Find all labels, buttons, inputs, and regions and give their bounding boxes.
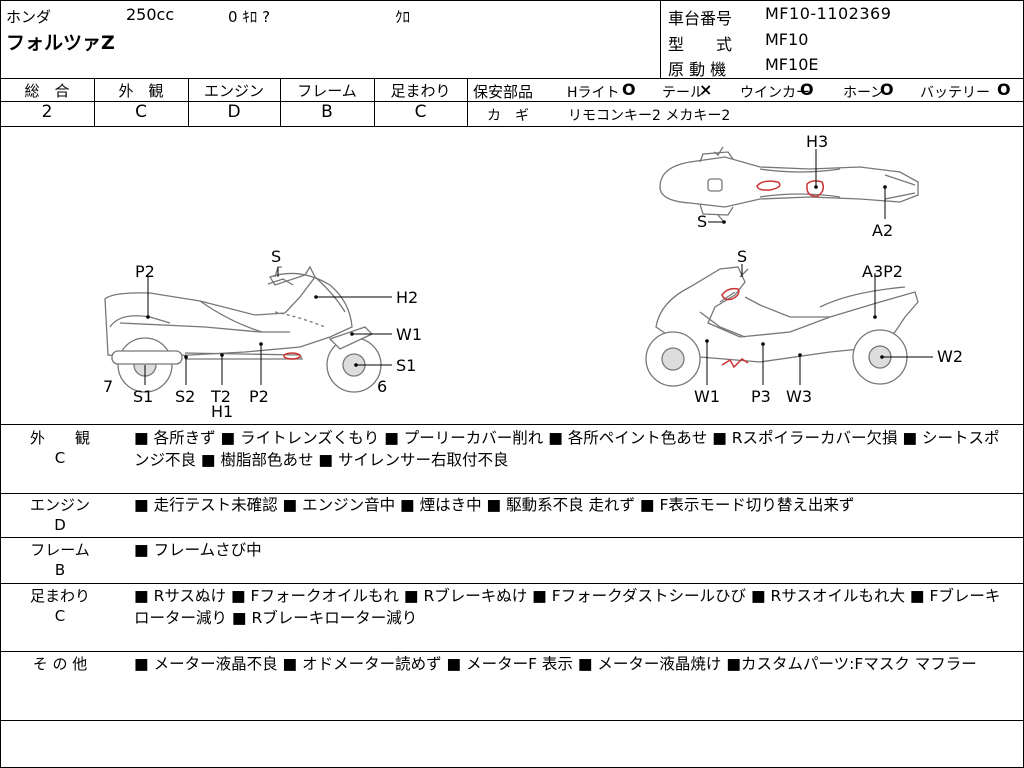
mileage: 0 ｷﾛ ? [228, 8, 271, 26]
label-w3: W3 [786, 387, 812, 406]
exterior-grade: C [135, 102, 147, 122]
rule [467, 101, 1024, 102]
label-s1-right: S1 [396, 356, 417, 375]
exterior-detail-text: ■ 各所きず ■ ライトレンズくもり ■ プーリーカバー削れ ■ 各所ペイント色… [134, 429, 1000, 469]
suspension-detail-section: 足まわり C ■ Rサスぬけ ■ Fフォークオイルもれ ■ Rブレーキぬけ ■ … [0, 584, 1024, 651]
label-s-right: S [737, 247, 748, 266]
frame-detail-label: フレーム [30, 541, 90, 559]
label-w1-left: W1 [396, 325, 422, 344]
rule [0, 126, 1024, 127]
engine-detail-grade: D [54, 516, 66, 534]
color: ｸﾛ [395, 8, 411, 26]
exterior-detail-label: 外 観 [29, 429, 90, 447]
winker-mark: O [800, 80, 814, 99]
rule [0, 537, 1024, 538]
label-s1: S1 [133, 387, 154, 406]
frame-number: MF10-1102369 [765, 4, 892, 23]
engine-model: MF10E [765, 55, 819, 74]
key-label: カ ギ [487, 108, 529, 124]
frame-detail-section: フレーム B ■ フレームさび中 [0, 538, 1024, 583]
key-value: リモコンキー2 メカキー2 [568, 108, 731, 124]
engine-model-label: 原 動 機 [668, 60, 727, 79]
label-a2: A2 [872, 221, 894, 240]
label-w1-right: W1 [694, 387, 720, 406]
battery-label: バッテリー [920, 85, 990, 101]
damage-diagram [104, 146, 933, 393]
damage-mark-right-lower [721, 358, 749, 369]
damage-mark-top-2 [806, 180, 825, 197]
label-h1: H1 [211, 402, 234, 421]
frame-number-label: 車台番号 [668, 9, 733, 28]
headlight-label: Hライト [567, 85, 620, 101]
other-detail-text: ■ メーター液晶不良 ■ オドメーター読めず ■ メーターF 表示 ■ メーター… [134, 655, 977, 673]
rule [0, 101, 467, 102]
frame-detail-text: ■ フレームさび中 [134, 541, 262, 559]
engine-grade: D [227, 102, 241, 122]
frame-detail-grade: B [54, 561, 66, 579]
horn-label: ホーン [843, 85, 885, 101]
rule [280, 78, 281, 126]
label-h2: H2 [396, 288, 419, 307]
label-a3p2: A3P2 [862, 262, 903, 281]
engine-detail-label: エンジン [29, 496, 90, 514]
horn-mark: O [880, 80, 894, 99]
rule [467, 78, 468, 126]
scooter-top-view [659, 146, 919, 223]
rule [0, 78, 1024, 79]
engine-detail-text: ■ 走行テスト未確認 ■ エンジン音中 ■ 煙はき中 ■ 駆動系不良 走れず ■… [134, 496, 855, 514]
damage-mark-left [283, 352, 301, 360]
label-p2-top: P2 [135, 262, 155, 281]
suspension-detail-grade: C [54, 607, 66, 625]
suspension-grade: C [414, 102, 427, 122]
maker: ホンダ [6, 8, 52, 26]
label-w2: W2 [937, 347, 963, 366]
frame-grade: B [321, 102, 333, 122]
winker-label: ウインカー [740, 85, 810, 101]
label-t2: T2 [211, 387, 231, 406]
damage-mark-right-front [721, 287, 740, 301]
rule [0, 493, 1024, 494]
rule [188, 78, 189, 126]
engine-detail-section: エンジン D ■ 走行テスト未確認 ■ エンジン音中 ■ 煙はき中 ■ 駆動系不… [0, 494, 1024, 537]
other-detail-section: そ の 他 ■ メーター液晶不良 ■ オドメーター読めず ■ メーターF 表示 … [0, 652, 1024, 720]
engine-grade-label: エンジン [203, 82, 264, 100]
headlight-mark: O [622, 80, 636, 99]
rule [374, 78, 375, 126]
overall-grade-label: 総 合 [24, 82, 70, 100]
damage-mark-top-1 [756, 180, 781, 191]
label-s-top: S [697, 212, 708, 231]
safety-parts-label: 保安部品 [473, 83, 534, 101]
header-divider [660, 0, 661, 78]
rule [0, 583, 1024, 584]
frame-grade-label: フレーム [297, 82, 357, 100]
exterior-detail-section: 外 観 C ■ 各所きず ■ ライトレンズくもり ■ プーリーカバー削れ ■ 各… [0, 425, 1024, 493]
exterior-detail-grade: C [54, 449, 66, 467]
label-6: 6 [377, 377, 388, 396]
label-s-left: S [271, 247, 282, 266]
rule [94, 78, 95, 126]
type-value: MF10 [765, 30, 809, 49]
taillight-mark: × [699, 80, 713, 99]
battery-mark: O [997, 80, 1011, 99]
rule [0, 424, 1024, 425]
rule [0, 651, 1024, 652]
label-7: 7 [103, 377, 114, 396]
rule [0, 720, 1024, 721]
scooter-right-view [645, 266, 919, 387]
displacement: 250cc [126, 5, 175, 24]
label-p2-bottom: P2 [249, 387, 269, 406]
label-h3: H3 [806, 132, 829, 151]
label-s2: S2 [175, 387, 196, 406]
other-detail-label: そ の 他 [32, 655, 88, 673]
suspension-grade-label: 足まわり [390, 82, 451, 100]
overall-grade: 2 [41, 102, 53, 122]
type-label: 型 式 [668, 35, 733, 54]
suspension-detail-text: ■ Rサスぬけ ■ Fフォークオイルもれ ■ Rブレーキぬけ ■ Fフォークダス… [134, 587, 1001, 627]
scooter-left-view [104, 265, 382, 393]
label-p3: P3 [751, 387, 771, 406]
taillight-label: テール [662, 85, 704, 101]
suspension-detail-label: 足まわり [29, 587, 90, 605]
exterior-grade-label: 外 観 [118, 82, 164, 100]
model-name: フォルツァZ [6, 32, 115, 54]
